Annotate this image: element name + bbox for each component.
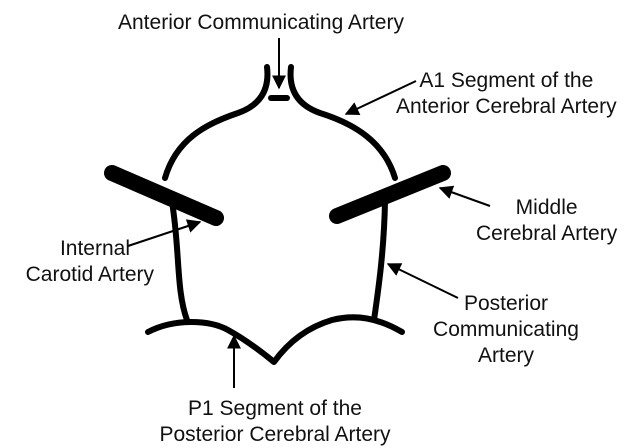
mca-label-line1: Middle xyxy=(476,195,617,221)
p1-label-line2: Posterior Cerebral Artery xyxy=(140,422,410,448)
label-middle-cerebral-artery: Middle Cerebral Artery xyxy=(476,195,617,247)
pcom-label-line3: Artery xyxy=(422,343,590,369)
mca-label-line2: Cerebral Artery xyxy=(476,221,617,247)
p1-segments-vessel xyxy=(148,317,402,362)
ica-label-line2: Carotid Artery xyxy=(8,262,154,288)
right-posterior-communicating-vessel xyxy=(374,202,385,320)
left-posterior-communicating-vessel xyxy=(172,202,187,320)
p1-label-line1: P1 Segment of the xyxy=(140,396,410,422)
right-a1-segment xyxy=(291,67,395,178)
pcom-label-line2: Communicating xyxy=(422,317,590,343)
label-internal-carotid-artery: Internal Carotid Artery xyxy=(8,236,154,288)
label-posterior-communicating-artery: Posterior Communicating Artery xyxy=(422,291,590,369)
acom-label-text: Anterior Communicating Artery xyxy=(118,10,404,36)
a1-label-line1: A1 Segment of the xyxy=(396,68,617,94)
middle-cerebral-artery-vessel xyxy=(337,173,443,216)
label-anterior-communicating-artery: Anterior Communicating Artery xyxy=(118,10,404,36)
a1-label-line2: Anterior Cerebral Artery xyxy=(396,94,617,120)
pcom-label-line1: Posterior xyxy=(422,291,590,317)
label-a1-segment: A1 Segment of the Anterior Cerebral Arte… xyxy=(396,68,617,120)
ica-label-line1: Internal xyxy=(8,236,154,262)
label-p1-segment: P1 Segment of the Posterior Cerebral Art… xyxy=(140,396,410,448)
left-a1-segment xyxy=(165,67,267,178)
